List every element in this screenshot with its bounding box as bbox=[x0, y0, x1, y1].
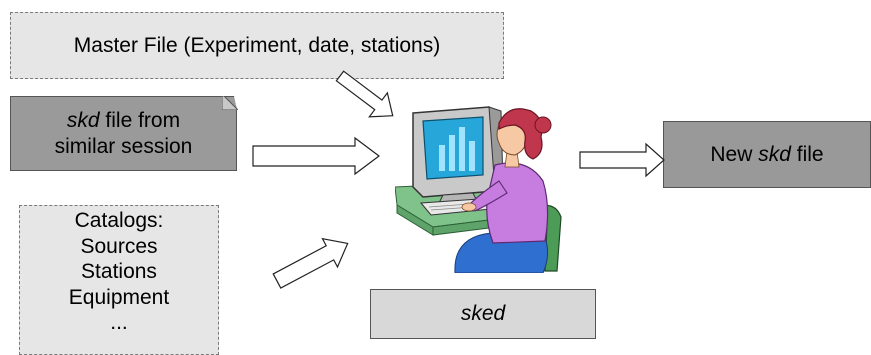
folded-corner-icon bbox=[222, 96, 238, 110]
new-skd-file-box: New skd file bbox=[663, 121, 871, 188]
arrow-user-to-new-skd bbox=[579, 142, 665, 178]
skd-previous-italic: skd bbox=[66, 108, 100, 132]
sked-program-box: sked bbox=[370, 289, 596, 339]
person-at-computer-icon bbox=[395, 106, 562, 273]
flow-arrows bbox=[252, 70, 665, 289]
arrow-skd-to-user bbox=[252, 136, 380, 176]
new-skd-label: New skd file bbox=[710, 142, 823, 168]
master-file-box: Master File (Experiment, date, stations) bbox=[10, 12, 504, 79]
skd-previous-rest: file from bbox=[99, 108, 181, 132]
catalogs-sources: Sources bbox=[80, 234, 158, 258]
master-file-label: Master File (Experiment, date, stations) bbox=[73, 33, 441, 57]
skd-previous-line1: skd file from bbox=[67, 108, 180, 134]
catalogs-heading: Catalogs: bbox=[74, 209, 164, 232]
skd-previous-session-box: skd file from similar session bbox=[10, 96, 237, 171]
catalogs-stations: Stations bbox=[81, 260, 157, 284]
sked-label: sked bbox=[460, 302, 506, 326]
new-skd-prefix: New bbox=[710, 142, 759, 166]
catalogs-box: Catalogs: Sources Stations Equipment ... bbox=[19, 205, 219, 355]
new-skd-suffix: file bbox=[790, 142, 824, 166]
arrow-master-to-user bbox=[335, 70, 394, 118]
catalogs-equipment: Equipment bbox=[68, 285, 170, 309]
catalogs-more: ... bbox=[110, 311, 128, 335]
skd-previous-line2: similar session bbox=[54, 134, 193, 158]
new-skd-italic: skd bbox=[758, 142, 791, 166]
arrow-catalogs-to-user bbox=[272, 237, 349, 289]
